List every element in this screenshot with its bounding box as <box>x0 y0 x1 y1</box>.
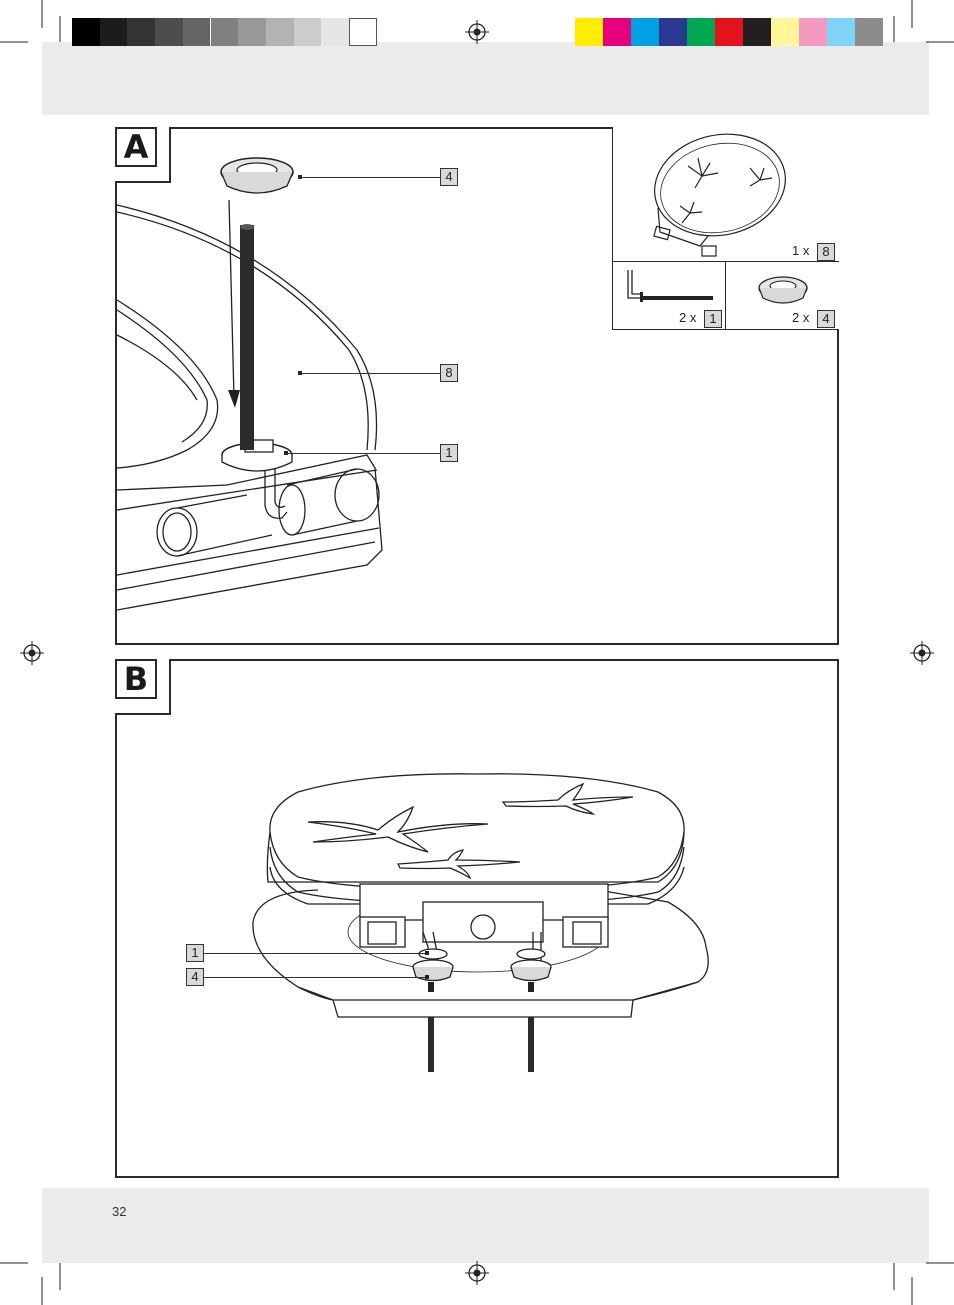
registration-mark-top-icon <box>465 20 489 44</box>
callout-dot <box>425 951 429 955</box>
callout-dot <box>425 975 429 979</box>
registration-mark-bottom-icon <box>465 1261 489 1285</box>
seat-hinge-illustration <box>117 150 587 610</box>
parts-qty-ring: 2 x <box>792 310 809 325</box>
callout-seat: 8 <box>440 364 458 382</box>
toilet-seat-icon <box>650 128 790 258</box>
parts-qty-bolt: 2 x <box>679 310 696 325</box>
callout-leader <box>300 177 440 178</box>
page-number: 32 <box>112 1204 126 1219</box>
hinge-bolt-icon <box>622 268 722 308</box>
callout-leader <box>300 373 440 374</box>
callout-leader <box>286 453 440 454</box>
callout-ring-b: 4 <box>186 968 204 986</box>
callout-leader <box>204 953 426 954</box>
callout-bolt: 1 <box>440 444 458 462</box>
parts-number-ring: 4 <box>817 310 835 328</box>
rubber-ring-icon <box>755 270 815 310</box>
callout-ring: 4 <box>440 168 458 186</box>
registration-mark-left-icon <box>20 641 44 665</box>
figure-b-tab: B <box>115 659 171 715</box>
figure-b-label: B <box>115 659 157 699</box>
figure-a-label: A <box>115 127 157 167</box>
parts-qty-seat: 1 x <box>792 243 809 258</box>
callout-bolt-b: 1 <box>186 944 204 962</box>
callout-leader <box>204 977 426 978</box>
parts-number-seat: 8 <box>817 243 835 261</box>
registration-mark-right-icon <box>910 641 934 665</box>
figure-a-tab: A <box>115 127 171 183</box>
parts-number-bolt: 1 <box>704 310 722 328</box>
assembled-seat-illustration <box>248 772 718 1072</box>
